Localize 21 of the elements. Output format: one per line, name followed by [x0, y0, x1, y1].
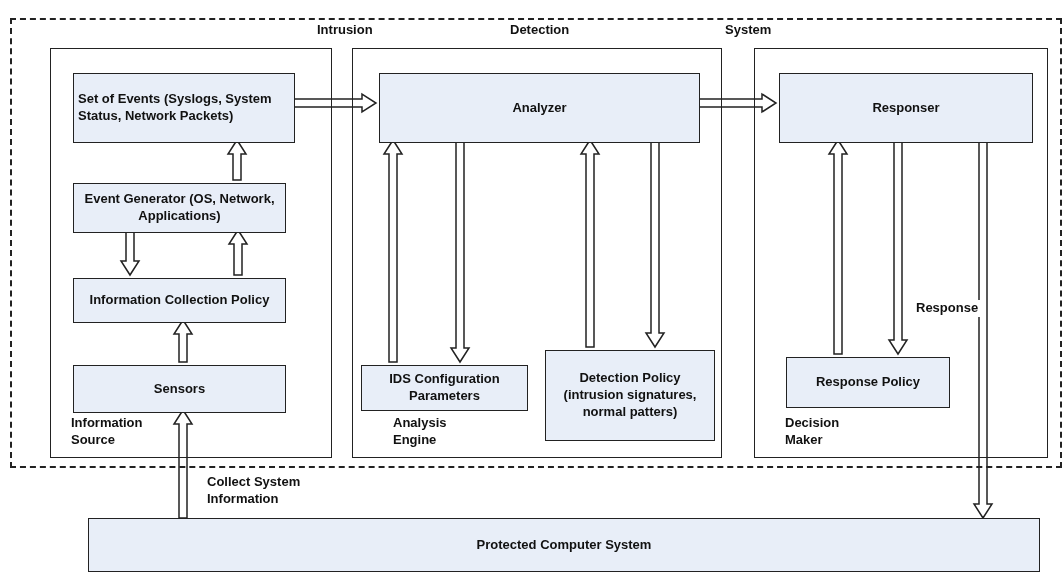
system-title: System: [725, 22, 772, 39]
panel-title: Analysis Engine: [393, 415, 448, 449]
process-box: Information Collection Policy: [73, 278, 286, 323]
process-box: Event Generator (OS, Network, Applications): [73, 183, 286, 233]
process-box: Responser: [779, 73, 1033, 143]
process-box: IDS Configuration Parameters: [361, 365, 528, 411]
component-panel: [352, 48, 722, 458]
panel-title: Decision Maker: [785, 415, 841, 449]
process-box: Set of Events (Syslogs, System Status, Network Packets): [73, 73, 295, 143]
system-title: Intrusion: [317, 22, 373, 39]
component-panel: [754, 48, 1048, 458]
edge-label: Response: [914, 300, 981, 317]
process-box: Detection Policy (intrusion signatures, normal patters): [545, 350, 715, 441]
process-box: Response Policy: [786, 357, 950, 408]
component-panel: [50, 48, 332, 458]
panel-title: Information Source: [71, 415, 144, 449]
system-title: Detection: [510, 22, 570, 39]
process-box: Analyzer: [379, 73, 700, 143]
system-boundary: [10, 18, 1062, 468]
process-box: Protected Computer System: [88, 518, 1040, 572]
process-box: Sensors: [73, 365, 286, 413]
